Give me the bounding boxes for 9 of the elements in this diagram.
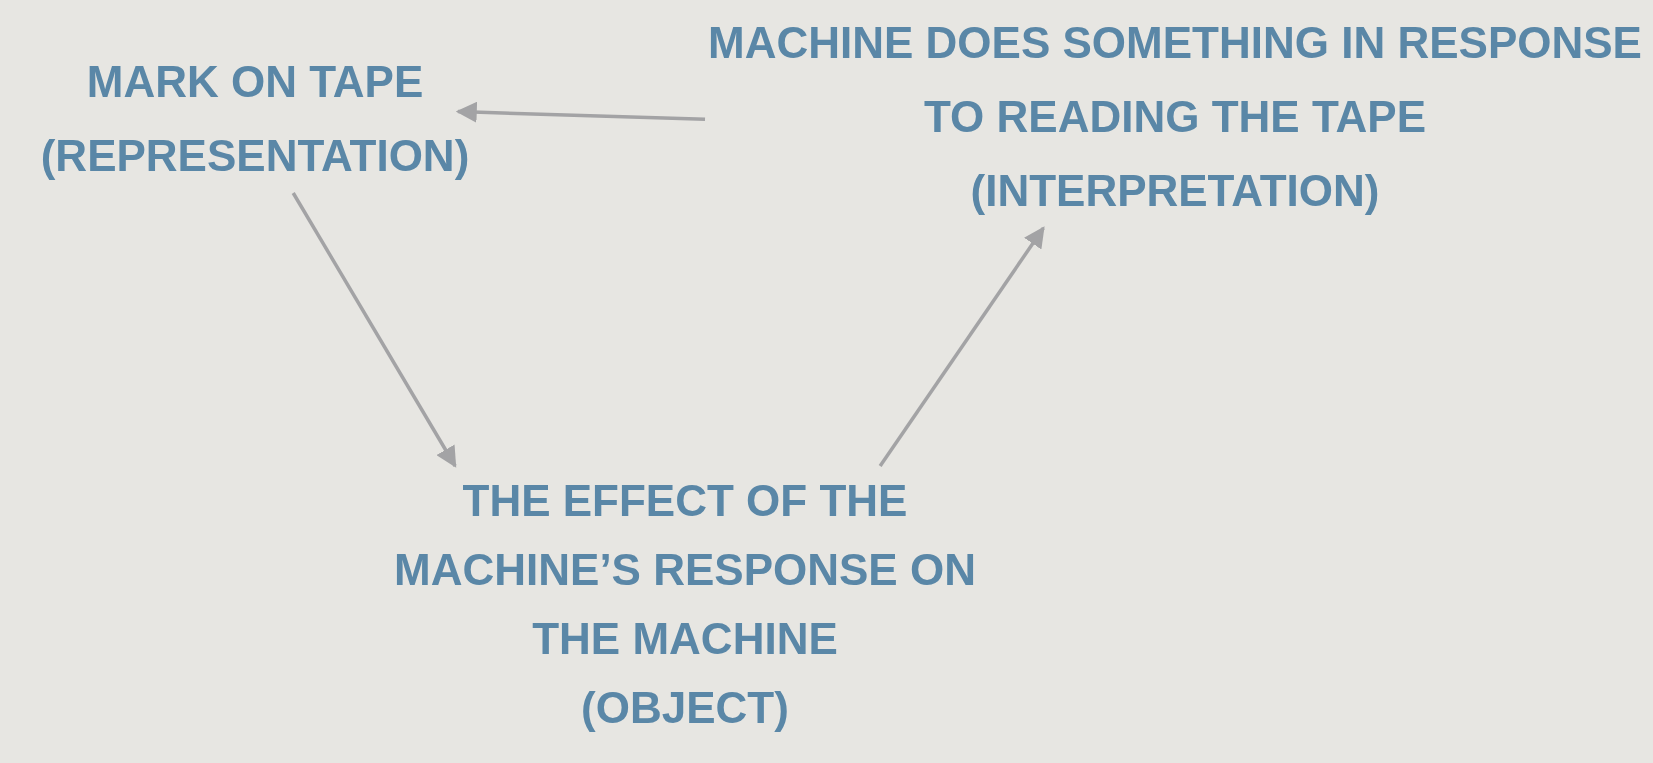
node-subtitle: (REPRESENTATION) [39,130,471,182]
node-label: MARK ON TAPE [85,56,425,108]
node-label: MACHINE DOES SOMETHING IN RESPONSE TO READING THE TAPE [707,17,1643,143]
arrow [455,101,706,123]
node-subtitle: (INTERPRETATION) [969,165,1381,217]
arrow [878,226,1045,467]
node-subtitle: (OBJECT) [580,682,790,734]
node-label: THE EFFECT OF THE MACHINE’S RESPONSE ON THE MACHINE [393,475,977,665]
arrow [291,192,457,468]
